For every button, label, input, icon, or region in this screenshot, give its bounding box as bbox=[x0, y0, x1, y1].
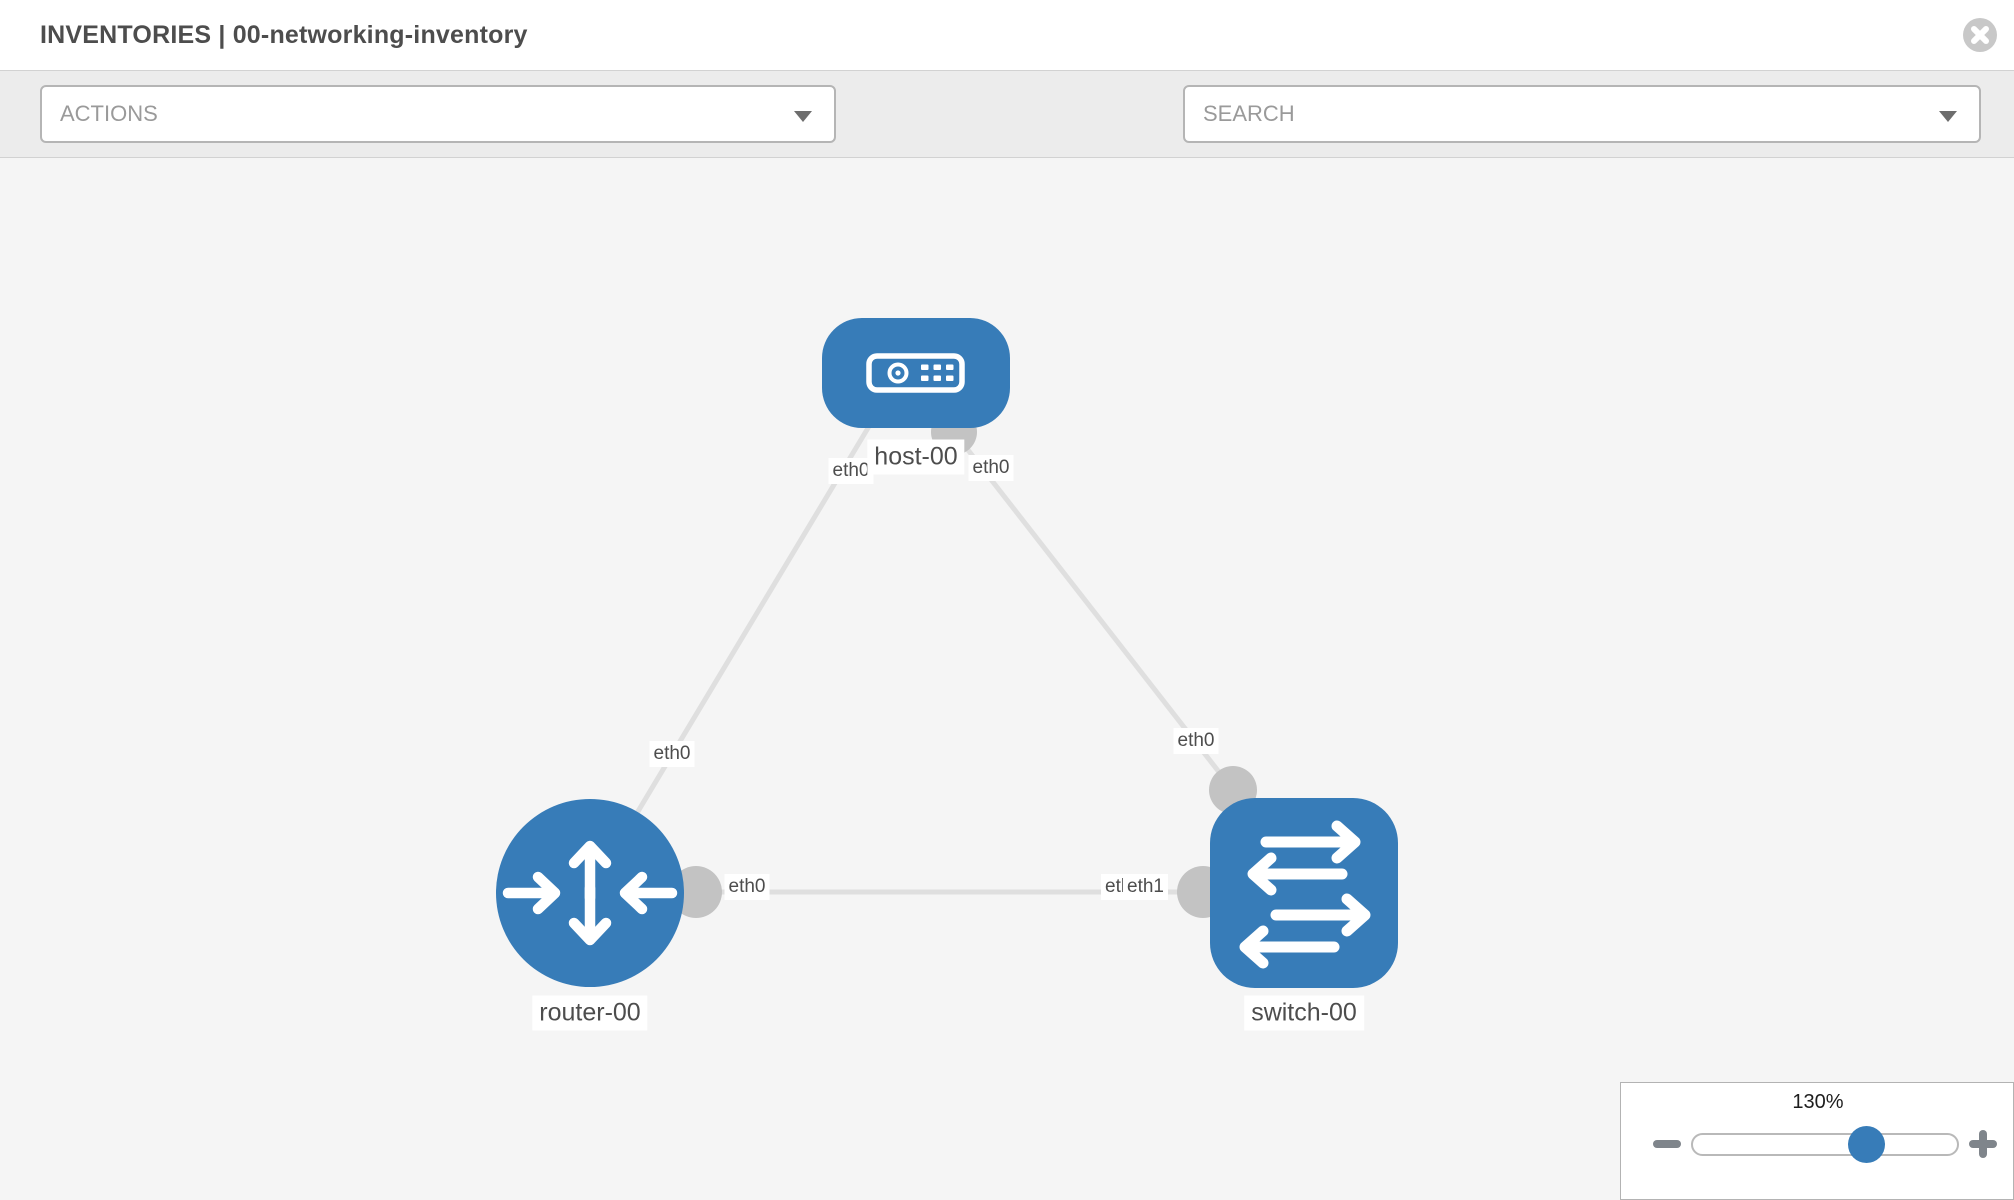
interface-label: eth0 bbox=[1173, 728, 1219, 754]
chevron-down-icon bbox=[1939, 111, 1957, 122]
topology-canvas[interactable]: eth0 eth0 eth0 eth0 eth0 eth0 eth1 host-… bbox=[0, 158, 2014, 1200]
node-switch-00[interactable] bbox=[1210, 798, 1398, 988]
interface-label: eth0 bbox=[724, 874, 770, 900]
zoom-panel: 130% bbox=[1620, 1082, 2014, 1200]
node-label-router: router-00 bbox=[532, 995, 648, 1031]
close-icon[interactable] bbox=[1963, 18, 1997, 52]
zoom-out-icon[interactable] bbox=[1653, 1140, 1681, 1148]
page-title: INVENTORIES | 00-networking-inventory bbox=[40, 21, 528, 49]
host-icon bbox=[866, 353, 965, 393]
toolbar: ACTIONS SEARCH bbox=[0, 70, 2014, 203]
zoom-slider[interactable] bbox=[1691, 1126, 1959, 1163]
node-label-switch: switch-00 bbox=[1244, 995, 1364, 1031]
search-placeholder: SEARCH bbox=[1203, 101, 1295, 126]
zoom-level: 130% bbox=[1792, 1091, 1844, 1113]
zoom-in-icon[interactable] bbox=[1969, 1130, 1997, 1158]
router-icon bbox=[502, 840, 678, 946]
interface-label: eth0 bbox=[968, 455, 1014, 481]
interface-label: eth0 bbox=[828, 458, 874, 484]
x-glyph bbox=[1971, 26, 1989, 44]
actions-dropdown[interactable]: ACTIONS bbox=[40, 85, 836, 143]
search-dropdown[interactable]: SEARCH bbox=[1183, 85, 1981, 143]
switch-icon bbox=[1239, 820, 1371, 969]
zoom-slider-knob[interactable] bbox=[1848, 1126, 1885, 1163]
chevron-down-icon bbox=[794, 111, 812, 122]
actions-dropdown-label: ACTIONS bbox=[60, 101, 158, 126]
interface-label: eth1 bbox=[1123, 874, 1168, 900]
interface-label: eth0 bbox=[649, 741, 695, 767]
node-router-00[interactable] bbox=[496, 799, 684, 987]
node-label-host: host-00 bbox=[867, 439, 965, 475]
node-host-00[interactable] bbox=[822, 318, 1010, 428]
header-bar: INVENTORIES | 00-networking-inventory bbox=[0, 0, 2014, 70]
